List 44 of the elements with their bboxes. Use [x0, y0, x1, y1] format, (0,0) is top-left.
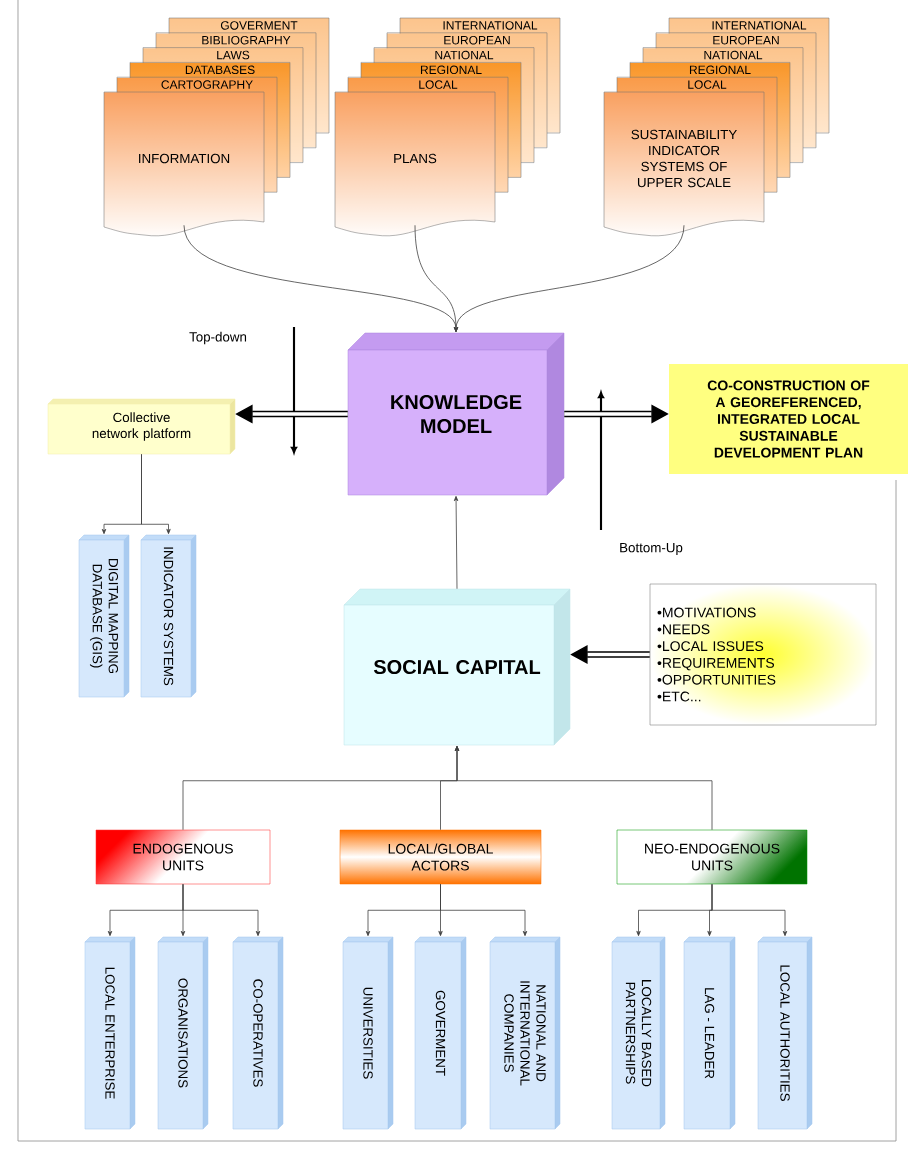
- list-box: •MOTIVATIONS •NEEDS •LOCAL ISSUES •REQUIREMENTS •OPPORTUNITIES •ETC...: [649, 583, 877, 726]
- document-sheet: INFORMATION: [103, 91, 265, 237]
- curved-arrow: [453, 224, 685, 333]
- column-box: NATIONAL AND INTERNATIONAL COMPANIES: [489, 936, 561, 1130]
- platform-box: Collective network platform: [47, 398, 236, 455]
- direction-label: Bottom-Up: [620, 543, 683, 555]
- direction-label: Top-down: [189, 331, 247, 345]
- sheet-label: BIBLIOGRAPHY: [202, 35, 291, 45]
- arrow: [440, 883, 528, 937]
- arrow: [711, 883, 788, 937]
- document-sheet: SUSTAINABILITY INDICATOR SYSTEMS OF UPPER SCALE: [603, 91, 765, 237]
- sheet-label: LOCAL: [688, 80, 727, 89]
- arrow: [182, 883, 261, 937]
- column-box: LOCAL ENTERPRISE: [84, 936, 136, 1130]
- sheet-label: INTERNATIONAL: [443, 21, 538, 30]
- column-box: LOCAL AUTHORITIES: [757, 936, 813, 1130]
- arrow: [453, 495, 459, 590]
- column-box: DIGITAL MAPPING DATABASE (GIS): [78, 534, 130, 698]
- sheet-label: CARTOGRAPHY: [161, 80, 253, 89]
- cube-box: KNOWLEDGE MODEL: [347, 332, 565, 496]
- sheet-label: DATABASES: [185, 65, 255, 75]
- goal-box: CO-CONSTRUCTION OF A GEOREFERENCED, INTEGRATED LOCAL SUSTAINABLE DEVELOPMENT PLAN: [669, 364, 908, 474]
- sheet-label: NATIONAL: [704, 50, 763, 60]
- sheet-label: REGIONAL: [421, 65, 482, 75]
- column-box: LAG - LEADER: [683, 936, 736, 1130]
- sheet-label: LOCAL: [419, 80, 458, 89]
- column-box: UNIVERSITIES: [342, 936, 394, 1130]
- sheet-label: GOVERMENT: [220, 21, 298, 30]
- column-box: INDICATOR SYSTEMS: [140, 534, 197, 698]
- sheet-label: NATIONAL: [435, 50, 494, 60]
- group-box: LOCAL/GLOBAL ACTORS: [339, 829, 542, 885]
- document-sheet: PLANS: [334, 91, 496, 237]
- sheet-label: REGIONAL: [690, 65, 751, 75]
- arrow: [141, 453, 171, 535]
- sheet-label: LAWS: [217, 50, 250, 60]
- sheet-label: EUROPEAN: [713, 35, 779, 45]
- sheet-label: EUROPEAN: [444, 35, 510, 45]
- sheet-label: INTERNATIONAL: [712, 21, 807, 30]
- column-box: LOCALLY BASED PARTNERSHIPS: [611, 936, 666, 1130]
- column-box: ORGANISATIONS: [157, 936, 209, 1130]
- cube-box: SOCIAL CAPITAL: [343, 588, 571, 746]
- column-box: GOVERMENT: [414, 936, 467, 1130]
- arrow: [454, 745, 713, 831]
- column-box: CO-OPERATIVES: [232, 936, 284, 1130]
